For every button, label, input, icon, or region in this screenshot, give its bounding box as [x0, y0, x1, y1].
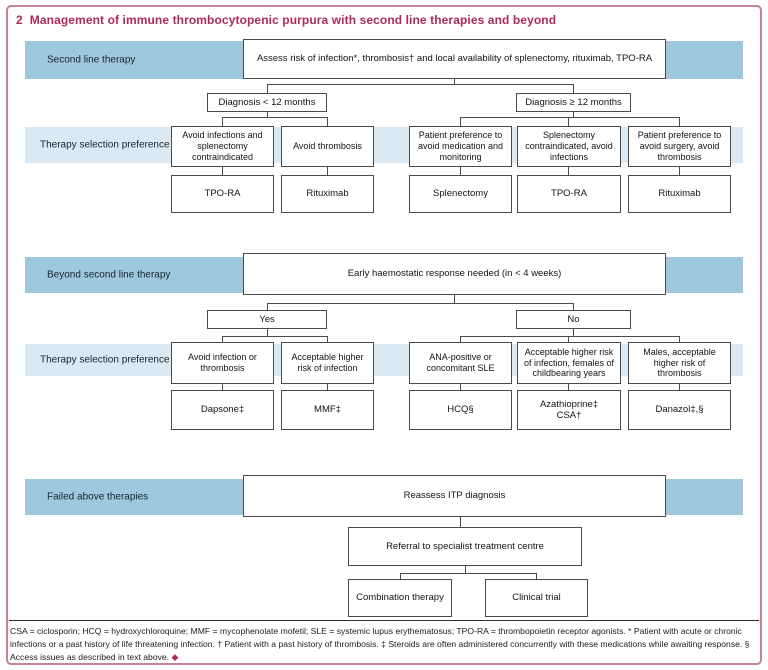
therapy-box: MMF‡: [281, 390, 374, 430]
connector: [460, 167, 461, 175]
band-label: Therapy selection preference: [40, 139, 170, 151]
therapy-box: HCQ§: [409, 390, 512, 430]
assess-risk-box: Assess risk of infection*, thrombosis† a…: [243, 39, 666, 79]
pref-box: Patient preference to avoid surgery, avo…: [628, 126, 731, 167]
connector: [573, 303, 574, 310]
figure-border: [6, 5, 762, 665]
therapy-box: TPO-RA: [171, 175, 274, 213]
connector: [460, 117, 680, 118]
band-therapy-selection-2: Therapy selection preference: [25, 344, 743, 376]
connector: [679, 117, 680, 126]
connector: [460, 336, 680, 337]
band-label: Therapy selection preference: [40, 354, 170, 366]
reassess-itp-box: Reassess ITP diagnosis: [243, 475, 666, 517]
band-label: Second line therapy: [47, 54, 136, 66]
connector: [327, 384, 328, 390]
connector: [327, 167, 328, 175]
therapy-box: Rituximab: [628, 175, 731, 213]
pref-box: Avoid infections and splenectomy contrai…: [171, 126, 274, 167]
pref-box: Males, acceptable higher risk of thrombo…: [628, 342, 731, 384]
yes-box: Yes: [207, 310, 327, 329]
pref-box: Avoid thrombosis: [281, 126, 374, 167]
connector: [267, 303, 574, 304]
connector: [327, 336, 328, 342]
connector: [679, 336, 680, 342]
footnote-text: CSA = ciclosporin; HCQ = hydroxychloroqu…: [10, 626, 750, 662]
connector: [267, 112, 268, 118]
connector: [327, 117, 328, 126]
connector: [267, 303, 268, 310]
diagnosis-ge-12-box: Diagnosis ≥ 12 months: [516, 93, 631, 112]
end-diamond-icon: ◆: [171, 652, 179, 662]
clinical-trial-box: Clinical trial: [485, 579, 588, 617]
connector: [454, 79, 455, 84]
therapy-box: Danazol‡,§: [628, 390, 731, 430]
pref-box: ANA-positive or concomitant SLE: [409, 342, 512, 384]
connector: [222, 384, 223, 390]
connector: [573, 84, 574, 93]
connector: [267, 329, 268, 336]
connector: [222, 117, 328, 118]
connector: [465, 566, 466, 573]
connector: [568, 384, 569, 390]
diagnosis-lt-12-box: Diagnosis < 12 months: [207, 93, 327, 112]
connector: [460, 336, 461, 342]
band-therapy-selection-1: Therapy selection preference: [25, 127, 743, 163]
connector: [568, 336, 569, 342]
pref-box: Patient preference to avoid medication a…: [409, 126, 512, 167]
connector: [679, 167, 680, 175]
band-label: Beyond second line therapy: [47, 269, 171, 281]
figure-title: 2 Management of immune thrombocytopenic p…: [16, 13, 556, 27]
connector: [400, 573, 537, 574]
therapy-box: Rituximab: [281, 175, 374, 213]
connector: [454, 295, 455, 303]
connector: [267, 84, 574, 85]
connector: [267, 84, 268, 93]
pref-box: Acceptable higher risk of infection, fem…: [517, 342, 621, 384]
footnote-separator: [9, 620, 759, 621]
connector: [460, 384, 461, 390]
pref-box: Acceptable higher risk of infection: [281, 342, 374, 384]
connector: [573, 329, 574, 336]
haemostatic-response-box: Early haemostatic response needed (in < …: [243, 253, 666, 295]
connector: [573, 112, 574, 118]
pref-box: Avoid infection or thrombosis: [171, 342, 274, 384]
referral-box: Referral to specialist treatment centre: [348, 527, 582, 566]
connector: [222, 336, 328, 337]
connector: [460, 517, 461, 527]
therapy-box: Dapsone‡: [171, 390, 274, 430]
band-label: Failed above therapies: [47, 491, 149, 503]
connector: [536, 573, 537, 579]
connector: [568, 117, 569, 126]
pref-box: Splenectomy contraindicated, avoid infec…: [517, 126, 621, 167]
therapy-box: Azathioprine‡ CSA†: [517, 390, 621, 430]
therapy-box: TPO-RA: [517, 175, 621, 213]
connector: [222, 167, 223, 175]
connector: [222, 117, 223, 126]
combination-therapy-box: Combination therapy: [348, 579, 452, 617]
connector: [460, 117, 461, 126]
connector: [400, 573, 401, 579]
connector: [679, 384, 680, 390]
connector: [222, 336, 223, 342]
figure-title-text: Management of immune thrombocytopenic pu…: [29, 13, 557, 27]
connector: [568, 167, 569, 175]
figure-number: 2: [16, 13, 23, 27]
no-box: No: [516, 310, 631, 329]
footnote: CSA = ciclosporin; HCQ = hydroxychloroqu…: [10, 625, 758, 664]
therapy-box: Splenectomy: [409, 175, 512, 213]
